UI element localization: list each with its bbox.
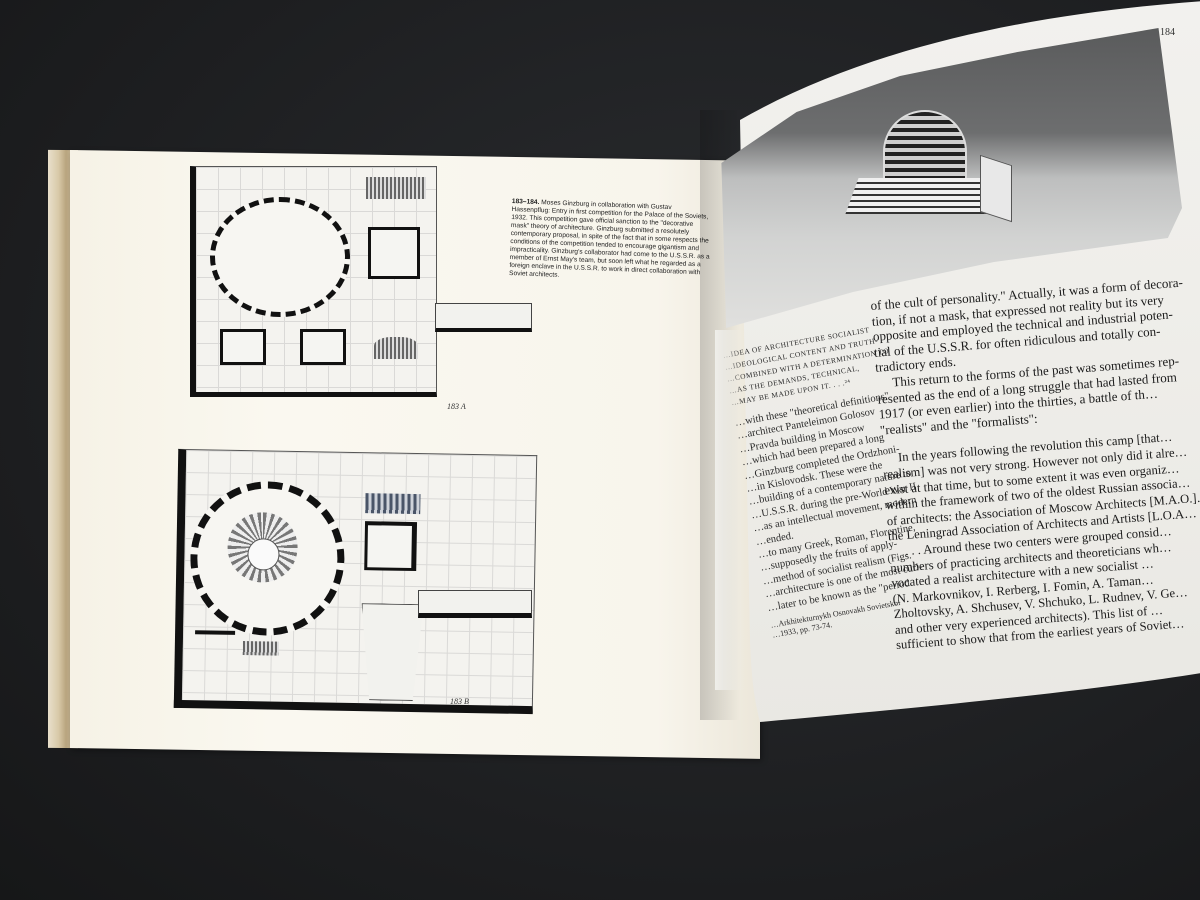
lower-room-left [220, 329, 266, 365]
caption-text: Moses Ginzburg in collaboration with Gus… [508, 199, 710, 279]
caption-number: 183–184. [511, 198, 540, 207]
hatched-block [365, 493, 421, 515]
square-hall [364, 521, 418, 572]
floor-plan-183b [173, 448, 538, 715]
plan-a-wing [435, 303, 532, 332]
gutter-fade [715, 330, 745, 690]
theatre-wing [360, 603, 424, 701]
page-number: 184 [1160, 27, 1175, 38]
auditorium-circle [210, 197, 350, 317]
floor-plan-183a [190, 166, 437, 397]
main-text-column: of the cult of personality." Actually, i… [870, 273, 1200, 655]
theatre-seating [374, 337, 418, 359]
square-hall [368, 227, 420, 279]
wall [195, 630, 236, 635]
lower-room-right [300, 329, 346, 365]
hatched-room [242, 641, 279, 656]
figure-label-183b: 183 B [450, 697, 469, 706]
model-tower [980, 154, 1012, 223]
plan-b-wing [418, 590, 532, 618]
figure-label-183a: 183 A [447, 402, 466, 411]
figure-caption: 183–184. Moses Ginzburg in collaboration… [509, 198, 712, 286]
block-quote: In the years following the revolution th… [882, 426, 1200, 654]
hatched-block [366, 177, 426, 199]
